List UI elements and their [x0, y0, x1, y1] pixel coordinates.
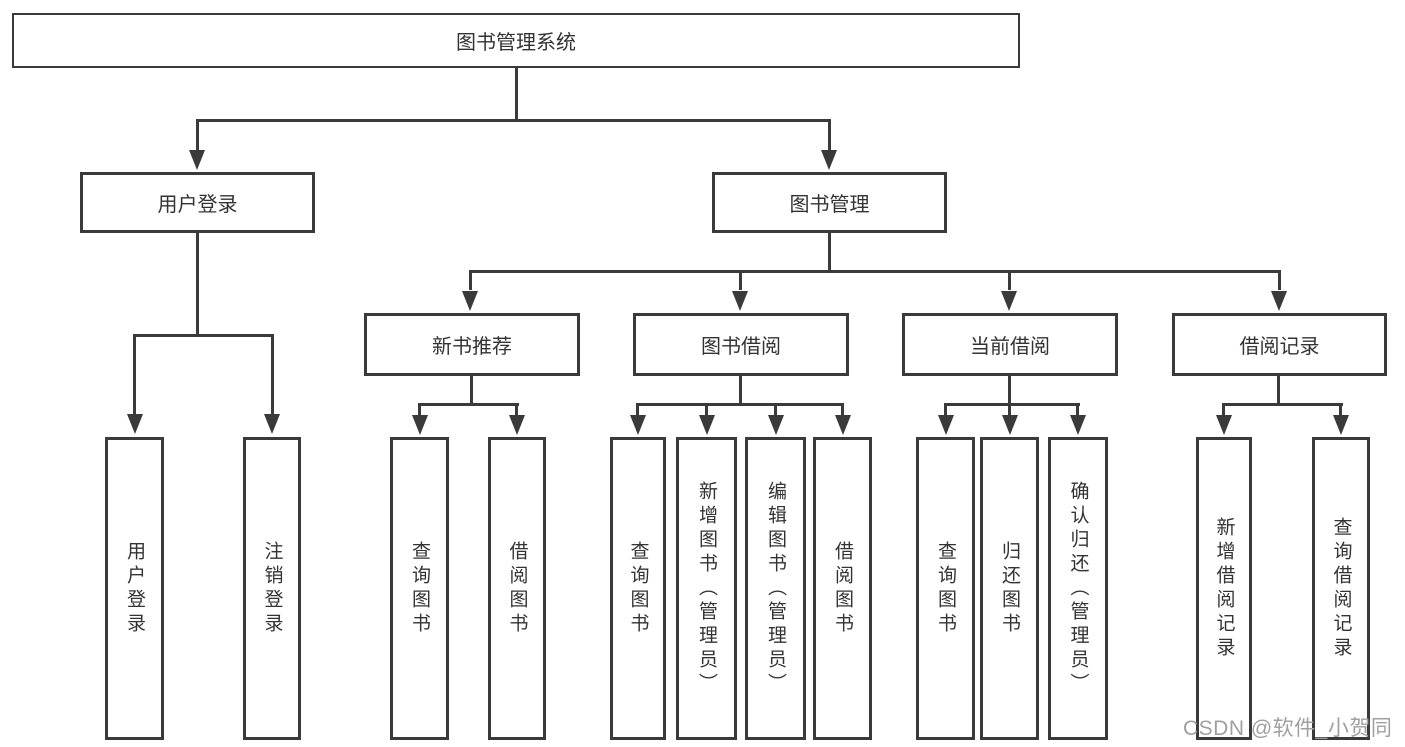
arrow-down-icon [189, 150, 205, 170]
connector-line [774, 405, 777, 415]
connector-line [133, 334, 274, 337]
connector-line [1222, 403, 1343, 406]
leaf-borrow-books: 借阅图书 [813, 437, 872, 740]
connector-line [196, 233, 199, 336]
arrow-down-icon [412, 415, 428, 435]
connector-line [196, 119, 831, 122]
connector-line [705, 405, 708, 415]
connector-line [636, 405, 639, 415]
connector-line [944, 405, 947, 415]
arrow-down-icon [1001, 291, 1017, 311]
arrow-down-icon [1002, 415, 1018, 435]
node-borrowing-records: 借阅记录 [1172, 313, 1387, 376]
arrow-down-icon [768, 415, 784, 435]
connector-line [469, 272, 472, 290]
connector-line [841, 405, 844, 415]
connector-line [515, 405, 518, 415]
connector-line [418, 405, 421, 415]
connector-line [1008, 272, 1011, 290]
leaf-logout: 注销登录 [243, 437, 301, 740]
connector-line [828, 233, 831, 272]
arrow-down-icon [509, 415, 525, 435]
connector-line [196, 121, 199, 151]
connector-line [828, 121, 831, 151]
csdn-watermark: CSDN @软件_小贺同学 [1183, 717, 1393, 740]
arrow-down-icon [1070, 415, 1086, 435]
connector-line [1278, 272, 1281, 290]
node-library-management-system: 图书管理系统 [12, 13, 1020, 68]
connector-line [133, 336, 136, 414]
leaf-query-books: 查询图书 [390, 437, 449, 740]
connector-line [636, 403, 844, 406]
connector-line [515, 68, 518, 120]
arrow-down-icon [821, 150, 837, 170]
connector-line [1076, 405, 1079, 415]
arrow-down-icon [938, 415, 954, 435]
connector-line [739, 376, 742, 405]
connector-line [739, 272, 742, 290]
node-new-book-recommendation: 新书推荐 [364, 313, 580, 376]
arrow-down-icon [264, 414, 280, 434]
node-book-management: 图书管理 [712, 172, 947, 233]
connector-line [1008, 376, 1011, 405]
leaf-confirm-return-admin: 确认归还（管理员） [1048, 437, 1108, 740]
leaf-add-books-admin: 新增图书（管理员） [676, 437, 737, 740]
connector-line [1008, 405, 1011, 415]
leaf-add-borrow-record: 新增借阅记录 [1196, 437, 1252, 740]
node-book-borrowing: 图书借阅 [633, 313, 849, 376]
connector-line [418, 403, 519, 406]
connector-line [1222, 405, 1225, 415]
arrow-down-icon [1216, 415, 1232, 435]
connector-line [469, 270, 1281, 273]
arrow-down-icon [699, 415, 715, 435]
arrow-down-icon [1333, 415, 1349, 435]
connector-line [1339, 405, 1342, 415]
arrow-down-icon [1271, 291, 1287, 311]
connector-line [1277, 376, 1280, 405]
arrow-down-icon [630, 415, 646, 435]
node-current-borrowing: 当前借阅 [902, 313, 1118, 376]
leaf-query-books: 查询图书 [916, 437, 975, 740]
leaf-edit-books-admin: 编辑图书（管理员） [745, 437, 806, 740]
leaf-return-books: 归还图书 [980, 437, 1039, 740]
connector-line [271, 336, 274, 414]
leaf-query-borrow-record: 查询借阅记录 [1312, 437, 1370, 740]
arrow-down-icon [462, 291, 478, 311]
leaf-user-login: 用户登录 [105, 437, 164, 740]
leaf-query-books: 查询图书 [610, 437, 666, 740]
connector-line [470, 376, 473, 405]
arrow-down-icon [835, 415, 851, 435]
arrow-down-icon [732, 291, 748, 311]
leaf-borrow-books: 借阅图书 [488, 437, 546, 740]
node-user-login: 用户登录 [80, 172, 315, 233]
arrow-down-icon [127, 414, 143, 434]
connector-line [944, 403, 1080, 406]
